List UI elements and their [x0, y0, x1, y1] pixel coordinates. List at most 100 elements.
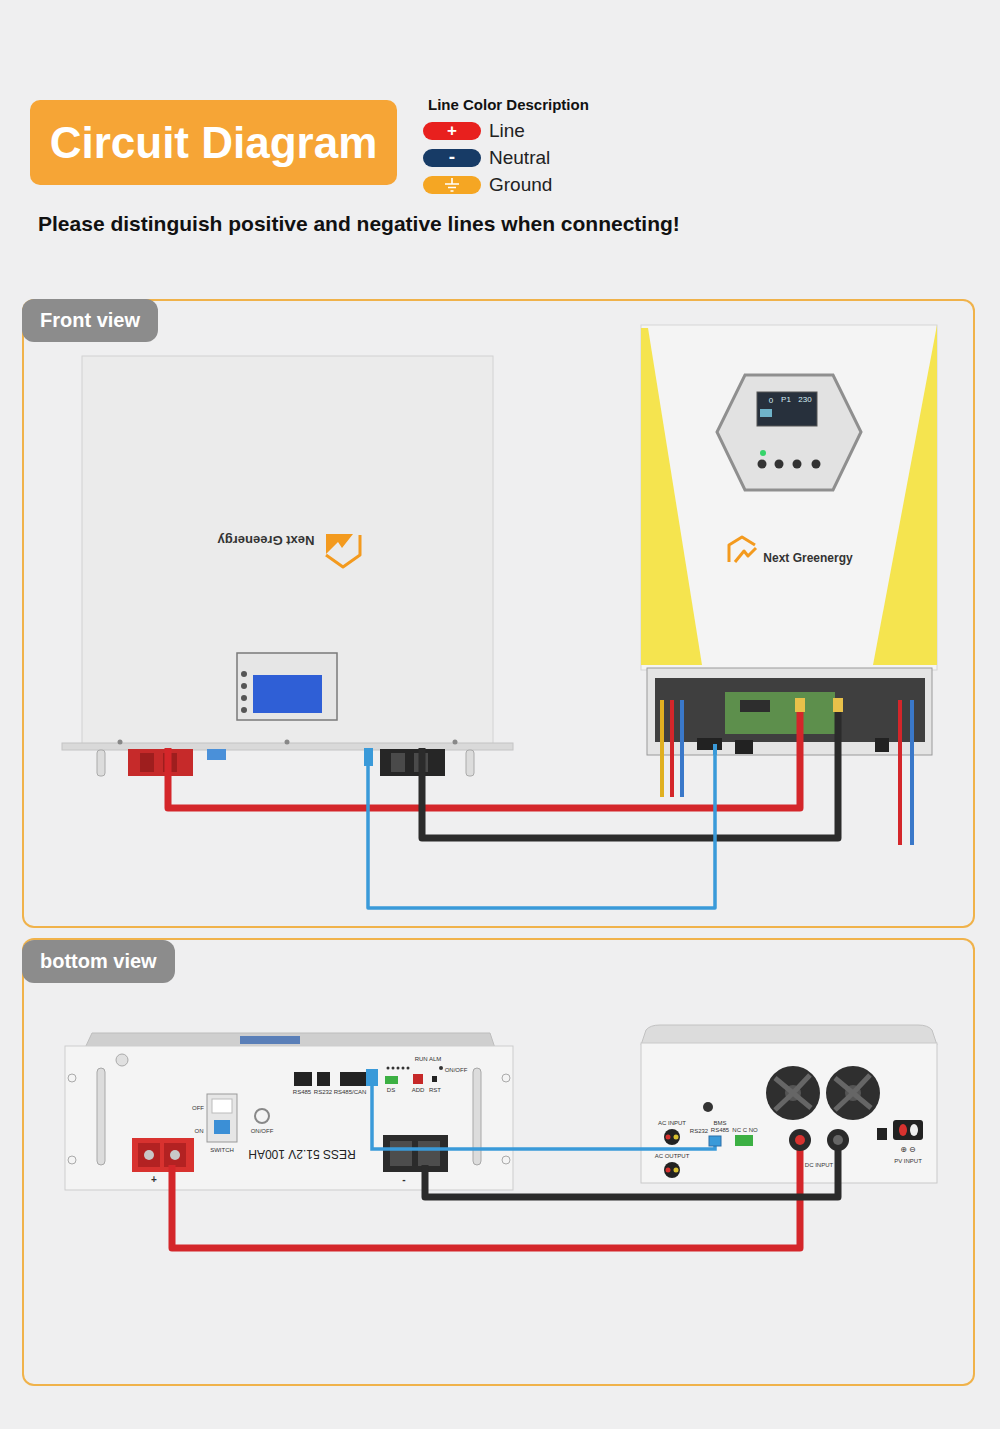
battery-front: Next Greenergy: [82, 356, 493, 748]
polarity-mark: +: [151, 1174, 157, 1186]
inverter-bottom-part: [674, 1135, 679, 1140]
inverter-front-part: [725, 692, 835, 734]
battery-bottom-part: [383, 1135, 448, 1172]
inverter-front-part: [760, 450, 766, 456]
inverter-front-part: [795, 698, 805, 712]
battery-bottom-part: [169, 1165, 176, 1190]
battery-bottom: [65, 1033, 513, 1190]
battery-bottom-part: [413, 1074, 423, 1084]
inverter-front-part: [713, 744, 717, 755]
inverter-front: Next Greenergy: [641, 325, 937, 755]
inverter-bottom-part: [666, 1168, 671, 1173]
battery-front-part: [241, 683, 247, 689]
battery-front-part: [241, 695, 247, 701]
inverter-bottom-part: [703, 1102, 713, 1112]
battery-bottom-part: [294, 1072, 312, 1086]
battery-front-part: [391, 753, 405, 772]
battery-bottom-part: [164, 1143, 186, 1167]
battery-bottom-part: [138, 1143, 160, 1167]
brand-name: Next Greenergy: [763, 552, 852, 566]
inverter-front-part: [760, 409, 772, 417]
battery-bottom-part: [397, 1067, 400, 1070]
inverter-bottom-part: [664, 1129, 680, 1145]
battery-bottom-part: [432, 1076, 437, 1082]
inverter-front-part: [775, 460, 784, 469]
inverter-front-part: [873, 325, 937, 665]
switch-label: ON: [195, 1128, 204, 1135]
battery-front-part-part: [326, 535, 360, 567]
inverter-front-part: [717, 375, 861, 490]
battery-front-part: [128, 749, 193, 776]
inverter-front-part: [910, 700, 914, 845]
inverter-front-part: [641, 325, 937, 670]
battery-bottom-part: [372, 1084, 513, 1149]
battery-front-part: [326, 534, 360, 567]
view-tab: bottom view: [22, 940, 175, 983]
battery-bottom-part: [422, 1165, 429, 1190]
battery-bottom: RUN ALMON/OFFRS485RS232RS485/CANDSADDRST…: [65, 1035, 513, 1190]
inverter-bottom-part: [826, 1066, 880, 1120]
inverter-bottom-part: [766, 1066, 820, 1120]
display-digit: P1: [781, 395, 791, 404]
inverter-bottom-part: [827, 1129, 849, 1151]
battery-front-part: [380, 749, 445, 776]
view-panel: bottom viewRUN ALMON/OFFRS485RS232RS485/…: [22, 938, 975, 1386]
inverter-front-part: [758, 460, 767, 469]
battery-front-part: [241, 671, 247, 677]
wire: [422, 748, 838, 838]
battery-front-part: [466, 750, 474, 776]
battery-bottom-part: [255, 1109, 269, 1123]
battery-bottom-part: [97, 1068, 105, 1165]
view-tab: Front view: [22, 299, 158, 342]
battery-bottom-part: [387, 1067, 390, 1070]
switch-label: OFF: [192, 1105, 204, 1112]
view-panel: Front viewNext GreenergyNext Greenergy: [22, 299, 975, 928]
inverter-front-part: [660, 700, 664, 797]
legend-text: Line: [489, 120, 525, 142]
port-label: RS485: [293, 1089, 311, 1096]
legend-heading: Line Color Description: [428, 96, 589, 113]
battery-bottom-part: [214, 1120, 230, 1134]
battery-bottom-part: [385, 1076, 398, 1084]
battery-front-part: [118, 740, 123, 745]
wire: [425, 1183, 838, 1197]
battery-bottom-part: [240, 1036, 300, 1044]
port-label: BMS RS485: [710, 1120, 730, 1133]
inverter-bottom-part: [674, 1168, 679, 1173]
battery-front-part: [285, 740, 290, 745]
switch-label: SWITCH: [210, 1147, 234, 1154]
polarity-mark: +: [447, 121, 457, 141]
inverter-front-part: [735, 740, 753, 754]
battery-bottom-part: [418, 1141, 440, 1166]
display-digit: 230: [798, 395, 811, 404]
inverter-bottom-part: [910, 1124, 918, 1136]
inverter-front-part: [697, 738, 722, 750]
inverter-front-part: [740, 700, 770, 712]
wire: [168, 748, 800, 808]
display-digit: 0: [769, 396, 773, 405]
inverter-bottom-part: [835, 1075, 871, 1110]
inverter-front-part: [793, 460, 802, 469]
inverter-bottom-part: [899, 1124, 907, 1136]
inverter-front-part: [757, 392, 817, 426]
inverter-bottom-part: [893, 1120, 923, 1140]
inverter-front-part: [729, 537, 756, 562]
polarity-mark: -: [402, 1174, 405, 1186]
inverter-bottom-part: [833, 1135, 843, 1145]
button-label: ON/OFF: [251, 1128, 274, 1135]
port-label: RST: [429, 1087, 441, 1094]
inverter-front-part: [655, 678, 925, 742]
wire: [172, 1183, 800, 1248]
brand-name: Next Greenergy: [218, 533, 315, 548]
port-label: RS232: [690, 1128, 708, 1135]
battery-bottom-part: [439, 1066, 443, 1070]
battery-front-part: [207, 749, 226, 760]
inverter-front-part: [670, 700, 674, 797]
inverter-front-part: [875, 738, 889, 752]
battery-bottom-part: [407, 1067, 410, 1070]
inverter-front-part: [680, 700, 684, 797]
inverter-bottom-part: [709, 1136, 721, 1146]
port-label: RS485/CAN: [334, 1089, 367, 1096]
inverter-front-part: [812, 460, 821, 469]
